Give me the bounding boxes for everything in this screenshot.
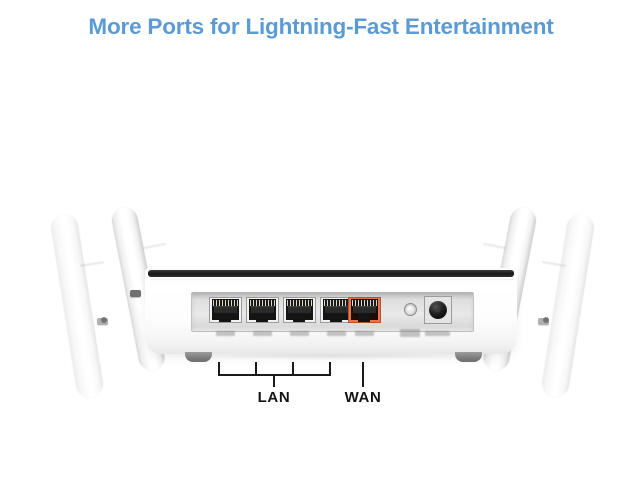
lan-port-3-mouth (288, 306, 311, 313)
rubber-foot-right (455, 352, 482, 362)
lan-port-4-mouth (325, 306, 348, 313)
silkscreen-wan (355, 331, 374, 336)
page-title: More Ports for Lightning-Fast Entertainm… (88, 14, 554, 39)
lan-port-4[interactable] (320, 297, 353, 323)
silkscreen-lan-4 (327, 331, 346, 336)
lan-port-1-tab (219, 313, 231, 322)
rubber-foot-left (185, 352, 212, 362)
lan-port-3-pins (287, 300, 312, 306)
lan-port-3[interactable] (283, 297, 316, 323)
silkscreen-reset (400, 329, 420, 337)
router-top-lip (148, 270, 514, 277)
lan-port-4-tab (330, 313, 342, 322)
lan-port-4-pins (324, 300, 349, 306)
lan-port-2[interactable] (246, 297, 279, 323)
drop-shadow (158, 351, 504, 360)
lan-port-1-pins (213, 300, 238, 306)
silkscreen-lan-1 (216, 331, 235, 336)
lan-port-2-pins (250, 300, 275, 306)
lan-port-1-mouth (214, 306, 237, 313)
lan-bracket-tick-mid-2 (292, 362, 294, 376)
lan-port-3-tab (293, 313, 305, 322)
power-jack[interactable] (424, 296, 452, 324)
silkscreen-power (425, 331, 450, 336)
silkscreen-lan-2 (253, 331, 272, 336)
lan-port-1[interactable] (209, 297, 242, 323)
lan-bracket-tick-mid-1 (255, 362, 257, 376)
antenna-inner-left-screw (130, 290, 141, 297)
chassis-screw-left (101, 317, 107, 323)
router-lip-highlight (150, 277, 512, 280)
antenna-inner-right-band (482, 241, 507, 251)
wan-callout-label: WAN (344, 389, 382, 406)
lan-callout-label: LAN (257, 389, 291, 406)
silkscreen-lan-3 (290, 331, 309, 336)
power-jack-pin (436, 308, 440, 312)
lan-bracket-tick-left (218, 362, 220, 376)
wan-leader-line (362, 362, 364, 387)
lan-port-2-tab (256, 313, 268, 322)
antenna-far-left (49, 212, 105, 400)
chassis-screw-right (543, 317, 549, 323)
lan-bracket-stem (273, 374, 275, 387)
wan-port[interactable] (348, 297, 381, 323)
antenna-far-right (540, 212, 596, 400)
antenna-inner-left-band (142, 241, 167, 251)
lan-port-2-mouth (251, 306, 274, 313)
reset-wps-button[interactable] (404, 303, 417, 316)
wan-port-mouth (353, 306, 376, 313)
wan-port-pins (352, 300, 377, 306)
lan-bracket-tick-right (329, 362, 331, 376)
wan-port-tab (358, 313, 370, 322)
